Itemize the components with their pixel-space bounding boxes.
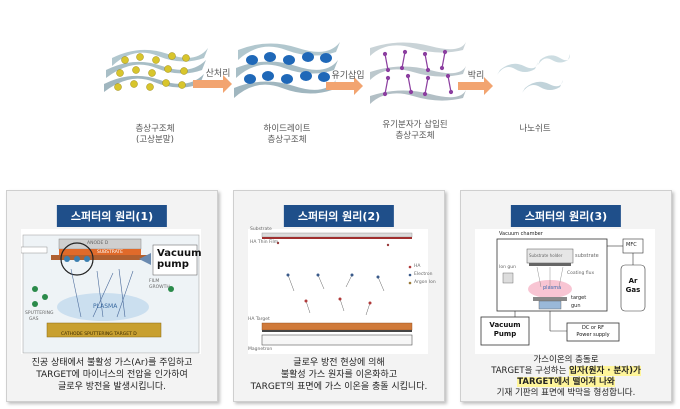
substrate-label: SUBSTRATE <box>97 250 124 255</box>
arrow-label-acid: 산처리 <box>205 69 231 79</box>
legend-argon-ion: Argon Ion <box>414 280 436 285</box>
sputtering-label: SPUTTERING <box>25 311 54 316</box>
substrate-label-2: Substrate <box>250 227 272 232</box>
coating-flux-label: Coating flux <box>567 271 595 276</box>
cathode-label: CATHODE SPUTTERING TARGET D <box>61 332 137 337</box>
mfc-label: MFC <box>626 242 637 248</box>
plasma-label-3: plasma <box>543 285 562 291</box>
panel-caption-2: 글로우 방전 현상에 의해 불활성 가스 원자를 이온화하고 TARGET의 표… <box>250 358 428 392</box>
process-arrow-1 <box>193 75 232 93</box>
highlight-particles: 입자(원자 · 분자)가 <box>569 366 641 376</box>
ion-gun-label: Ion gun <box>499 265 516 270</box>
arrow-label-organic: 유기삽입 <box>331 71 365 81</box>
panel-caption-1: 진공 상태에서 불활성 가스(Ar)를 주입하고 TARGET에 마이너스의 전… <box>31 358 193 392</box>
substrate-holder-label: Substrate holder <box>529 253 563 258</box>
target-label-2: HA Target <box>248 317 270 322</box>
legend-ha: HA <box>414 264 421 269</box>
nanosheet-graphic <box>497 54 570 93</box>
panel-2-diagram: Substrate HA Thin Film HA Target Magnetr… <box>248 227 436 354</box>
vacuum-pump-label: Vacuum pump <box>157 248 202 270</box>
panel-title-3: 스퍼터의 원리(3) <box>510 205 622 227</box>
step-label-4: 나노쉬트 <box>519 124 551 134</box>
panel-3-diagram: Vacuum chamber MFC Substrate holder subs… <box>475 229 655 354</box>
substrate-label-3: substrate <box>575 253 599 259</box>
panel-title-2: 스퍼터의 원리(2) <box>283 205 395 227</box>
intercalated-structure-graphic <box>370 42 466 104</box>
layered-structure-graphic <box>104 48 208 92</box>
hydrate-structure-graphic <box>234 42 340 98</box>
legend-electron: Electron <box>414 272 433 277</box>
target-label-3: target <box>571 295 587 301</box>
process-arrow-2 <box>326 77 363 95</box>
arrow-label-exfoliation: 박리 <box>467 71 485 81</box>
panel-1-diagram: Vacuum pump ANODE D SUBSTRATE FILM GROWT… <box>20 229 202 354</box>
film-label: FILM <box>149 279 160 284</box>
gas-label: GAS <box>29 317 39 322</box>
gun-label: gun <box>571 303 581 309</box>
anode-label: ANODE D <box>87 241 109 246</box>
ion-collision-svg <box>261 232 413 346</box>
highlight-detach: TARGET에서 떨어져 나와 <box>517 377 615 387</box>
vacuum-chamber-label: Vacuum chamber <box>499 231 543 237</box>
process-svg <box>104 42 570 104</box>
thin-film-label: HA Thin Film <box>250 240 279 245</box>
step-label-1: 층상구조체(고상분말) <box>135 124 175 145</box>
growth-label: GROWTH <box>149 285 170 290</box>
sputter-system-svg <box>480 238 646 346</box>
sputter-panel-1: 스퍼터의 원리(1) Vacuum pump ANODE D SUBSTRATE <box>6 190 218 402</box>
panel-caption-3: 가스이온의 충돌로 TARGET을 구성하는 입자(원자 · 분자)가 TARG… <box>491 355 641 398</box>
sputter-chamber-svg <box>20 234 200 354</box>
sputter-panel-2: 스퍼터의 원리(2) Substrate HA Thin Film HA Tar… <box>233 190 445 402</box>
sputter-panel-3: 스퍼터의 원리(3) Vacuum chamber MFC Substrate … <box>460 190 672 402</box>
plasma-label: PLASMA <box>93 303 118 310</box>
magnetron-label: Magnetron <box>248 347 273 352</box>
process-arrow-3 <box>458 77 493 95</box>
panel-title-1: 스퍼터의 원리(1) <box>56 205 168 227</box>
